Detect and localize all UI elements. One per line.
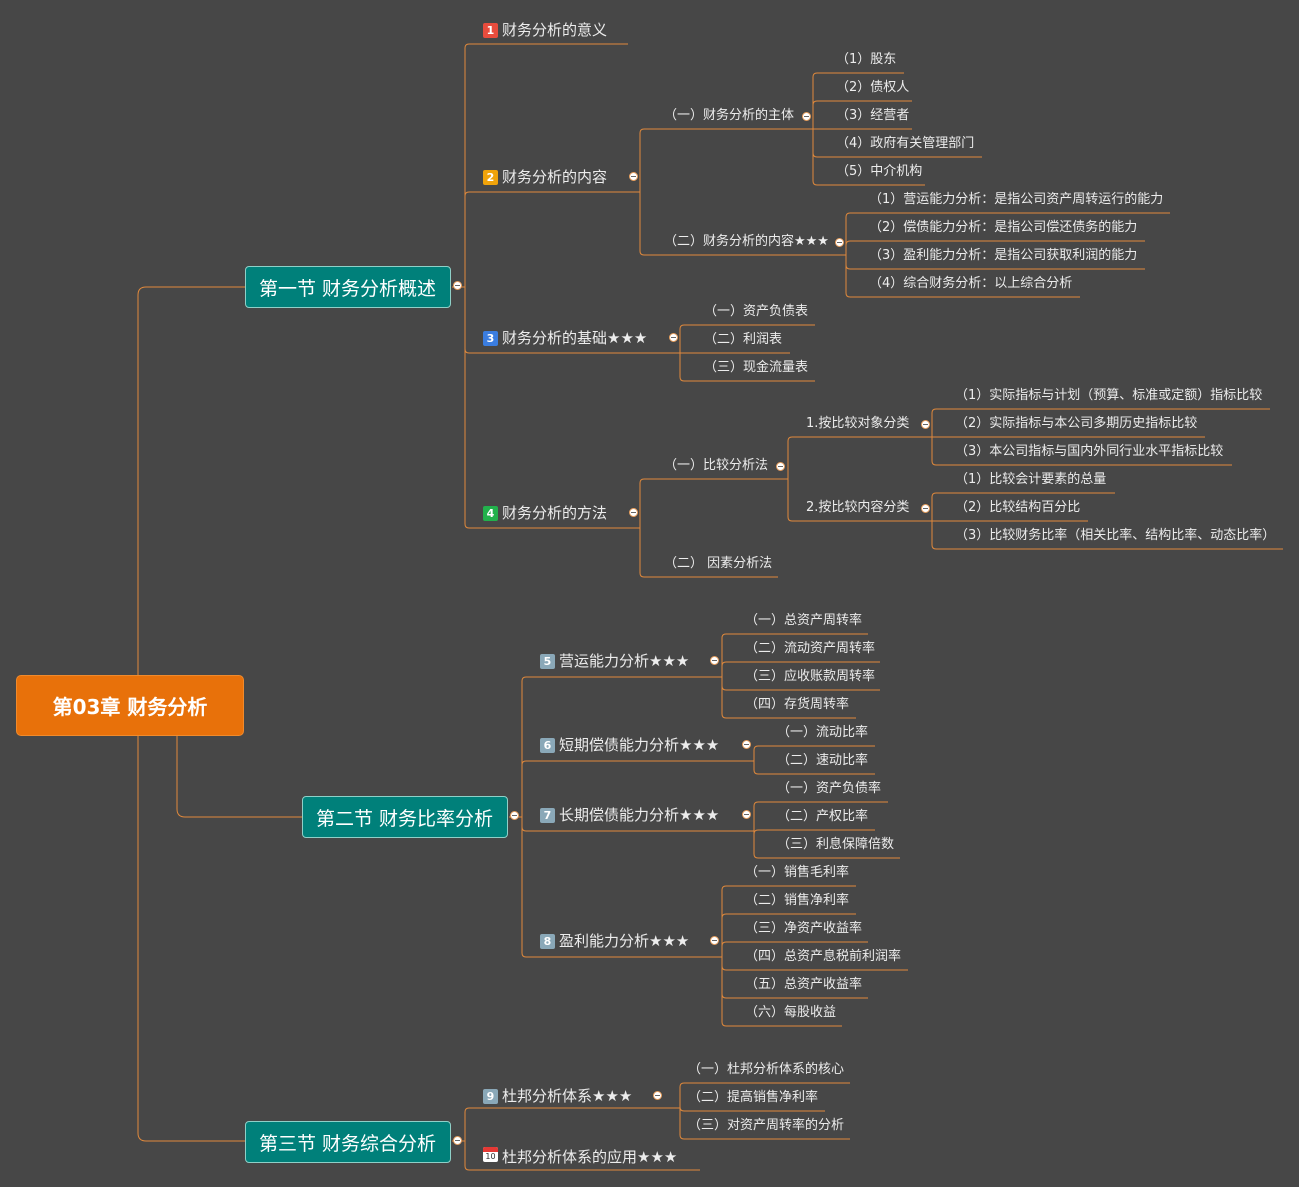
topic-2[interactable]: 2 财务分析的内容 <box>483 168 607 186</box>
node-t3c[interactable]: （三）现金流量表 <box>704 360 809 375</box>
collapse-toggle-icon[interactable] <box>653 1091 662 1100</box>
topic-6[interactable]: 6 短期偿债能力分析★★★ <box>540 736 719 754</box>
topic-9[interactable]: 9 杜邦分析体系★★★ <box>483 1087 632 1105</box>
node-t8f[interactable]: （六）每股收益 <box>745 1005 837 1020</box>
topic-label: 财务分析的方法 <box>502 504 608 522</box>
node-t3b[interactable]: （二）利润表 <box>704 332 783 347</box>
node-t8b[interactable]: （二）销售净利率 <box>745 893 850 908</box>
node-t4a1[interactable]: 1.按比较对象分类 <box>806 416 910 431</box>
node-t5c[interactable]: （三）应收账款周转率 <box>745 669 876 684</box>
collapse-toggle-icon[interactable] <box>742 740 751 749</box>
collapse-toggle-icon[interactable] <box>742 810 751 819</box>
node-t2a[interactable]: （一）财务分析的主体 <box>664 108 795 123</box>
node-t2a1[interactable]: （1）股东 <box>836 52 897 67</box>
collapse-toggle-icon[interactable] <box>453 281 462 290</box>
section-label: 第一节 财务分析概述 <box>259 277 437 300</box>
collapse-toggle-icon[interactable] <box>921 504 930 513</box>
topic-label: 杜邦分析体系★★★ <box>502 1087 633 1105</box>
node-t6a[interactable]: （一）流动比率 <box>777 725 869 740</box>
badge-6: 6 <box>540 738 555 753</box>
node-t2b[interactable]: （二）财务分析的内容★★★ <box>664 234 829 249</box>
node-t3a[interactable]: （一）资产负债表 <box>704 304 809 319</box>
collapse-toggle-icon[interactable] <box>835 238 844 247</box>
topic-5[interactable]: 5 营运能力分析★★★ <box>540 652 689 670</box>
node-t8e[interactable]: （五）总资产收益率 <box>745 977 863 992</box>
collapse-toggle-icon[interactable] <box>629 172 638 181</box>
node-t2b3[interactable]: （3）盈利能力分析：是指公司获取利润的能力 <box>869 248 1138 263</box>
node-t8a[interactable]: （一）销售毛利率 <box>745 865 850 880</box>
node-t7b[interactable]: （二）产权比率 <box>777 809 869 824</box>
section-1[interactable]: 第一节 财务分析概述 <box>245 266 451 308</box>
section-3[interactable]: 第三节 财务综合分析 <box>245 1121 451 1163</box>
topic-label: 盈利能力分析★★★ <box>559 932 690 950</box>
topic-label: 长期偿债能力分析★★★ <box>559 806 720 824</box>
node-t4b[interactable]: （二） 因素分析法 <box>664 556 773 571</box>
node-t4a22[interactable]: （2）比较结构百分比 <box>955 500 1081 515</box>
collapse-toggle-icon[interactable] <box>629 508 638 517</box>
node-t4a23[interactable]: （3）比较财务比率（相关比率、结构比率、动态比率） <box>955 528 1276 543</box>
badge-2: 2 <box>483 170 498 185</box>
badge-9: 9 <box>483 1089 498 1104</box>
node-t2a5[interactable]: （5）中介机构 <box>836 164 923 179</box>
topic-label: 杜邦分析体系的应用★★★ <box>502 1148 678 1166</box>
collapse-toggle-icon[interactable] <box>921 420 930 429</box>
topic-3[interactable]: 3 财务分析的基础★★★ <box>483 329 647 347</box>
node-t4a12[interactable]: （2）实际指标与本公司多期历史指标比较 <box>955 416 1198 431</box>
node-t4a21[interactable]: （1）比较会计要素的总量 <box>955 472 1107 487</box>
node-t4a13[interactable]: （3）本公司指标与国内外同行业水平指标比较 <box>955 444 1224 459</box>
topic-label: 短期偿债能力分析★★★ <box>559 736 720 754</box>
node-t9a[interactable]: （一）杜邦分析体系的核心 <box>688 1062 845 1077</box>
topic-label: 财务分析的基础★★★ <box>502 329 648 347</box>
section-label: 第二节 财务比率分析 <box>316 807 494 830</box>
node-t2a2[interactable]: （2）债权人 <box>836 80 910 95</box>
collapse-toggle-icon[interactable] <box>710 656 719 665</box>
node-t4a[interactable]: （一）比较分析法 <box>664 458 769 473</box>
topic-10[interactable]: 10 杜邦分析体系的应用★★★ <box>483 1147 677 1166</box>
root-topic[interactable]: 第03章 财务分析 <box>16 675 244 736</box>
node-t5b[interactable]: （二）流动资产周转率 <box>745 641 876 656</box>
node-t4a11[interactable]: （1）实际指标与计划（预算、标准或定额）指标比较 <box>955 388 1263 403</box>
node-t5a[interactable]: （一）总资产周转率 <box>745 613 863 628</box>
root-label: 第03章 财务分析 <box>52 695 208 719</box>
node-t2b4[interactable]: （4）综合财务分析：以上综合分析 <box>869 276 1073 291</box>
badge-7: 7 <box>540 808 555 823</box>
topic-label: 财务分析的意义 <box>502 21 608 39</box>
topic-7[interactable]: 7 长期偿债能力分析★★★ <box>540 806 719 824</box>
badge-4: 4 <box>483 506 498 521</box>
collapse-toggle-icon[interactable] <box>776 462 785 471</box>
node-t2a4[interactable]: （4）政府有关管理部门 <box>836 136 975 151</box>
node-t2a3[interactable]: （3）经营者 <box>836 108 910 123</box>
collapse-toggle-icon[interactable] <box>710 936 719 945</box>
badge-3: 3 <box>483 331 498 346</box>
badge-1: 1 <box>483 23 498 38</box>
node-t7a[interactable]: （一）资产负债率 <box>777 781 882 796</box>
collapse-toggle-icon[interactable] <box>510 811 519 820</box>
topic-label: 财务分析的内容 <box>502 168 608 186</box>
topic-4[interactable]: 4 财务分析的方法 <box>483 504 607 522</box>
badge-5: 5 <box>540 654 555 669</box>
topic-8[interactable]: 8 盈利能力分析★★★ <box>540 932 689 950</box>
node-t2b1[interactable]: （1）营运能力分析：是指公司资产周转运行的能力 <box>869 192 1164 207</box>
calendar-icon: 10 <box>483 1147 498 1162</box>
collapse-toggle-icon[interactable] <box>453 1136 462 1145</box>
node-t2b2[interactable]: （2）偿债能力分析：是指公司偿还债务的能力 <box>869 220 1138 235</box>
collapse-toggle-icon[interactable] <box>669 333 678 342</box>
node-t6b[interactable]: （二）速动比率 <box>777 753 869 768</box>
node-t5d[interactable]: （四）存货周转率 <box>745 697 850 712</box>
badge-8: 8 <box>540 934 555 949</box>
node-t7c[interactable]: （三）利息保障倍数 <box>777 837 895 852</box>
topic-1[interactable]: 1 财务分析的意义 <box>483 21 607 39</box>
node-t9b[interactable]: （二）提高销售净利率 <box>688 1090 819 1105</box>
node-t4a2[interactable]: 2.按比较内容分类 <box>806 500 910 515</box>
node-t9c[interactable]: （三）对资产周转率的分析 <box>688 1118 845 1133</box>
section-2[interactable]: 第二节 财务比率分析 <box>302 796 508 838</box>
collapse-toggle-icon[interactable] <box>802 112 811 121</box>
topic-label: 营运能力分析★★★ <box>559 652 690 670</box>
node-t8d[interactable]: （四）总资产息税前利润率 <box>745 949 902 964</box>
section-label: 第三节 财务综合分析 <box>259 1132 437 1155</box>
node-t8c[interactable]: （三）净资产收益率 <box>745 921 863 936</box>
